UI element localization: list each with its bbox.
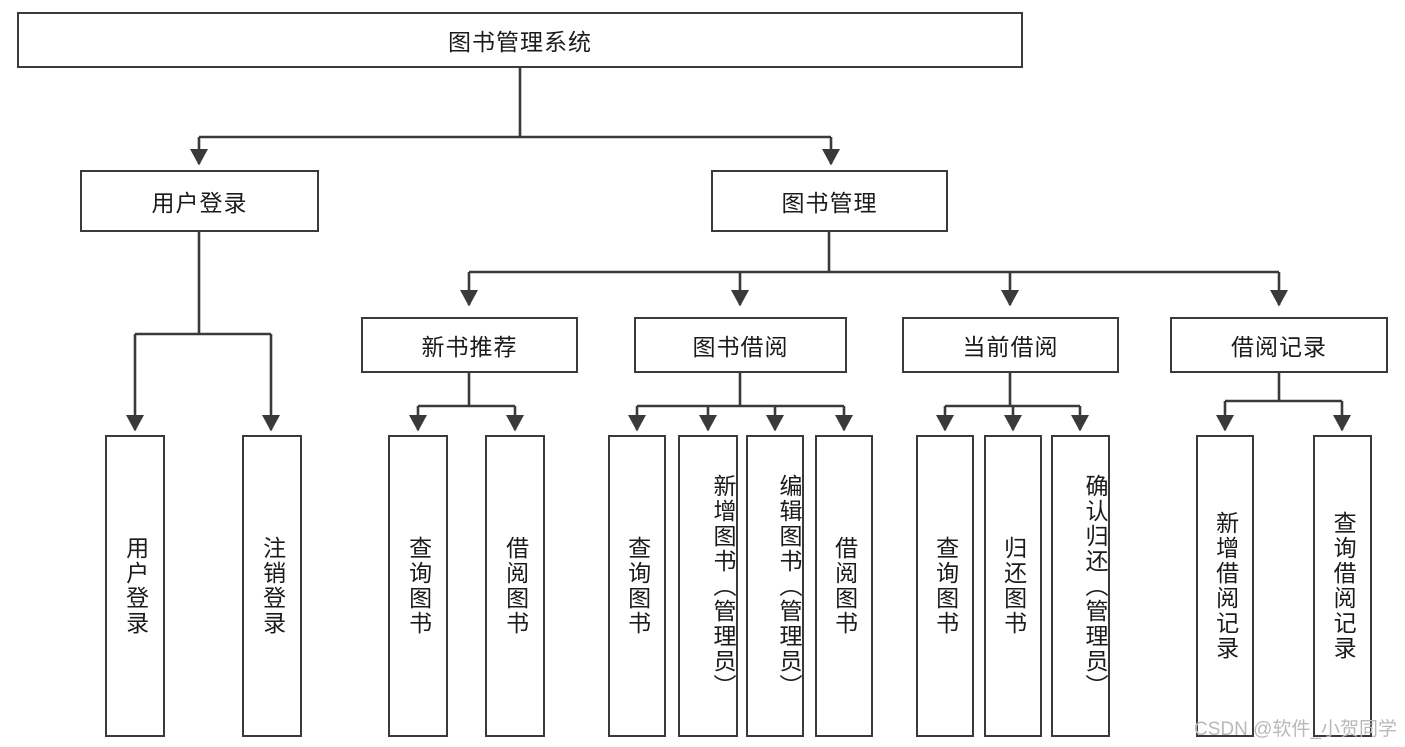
node-root-system[interactable]: 图书管理系统 [17,12,1023,68]
node-new-book-recommend[interactable]: 新书推荐 [361,317,578,373]
leaf-borrow-book[interactable]: 借阅图书 [815,435,873,737]
leaf-add-book[interactable]: 新增图书（管理员） [678,435,738,737]
node-book-borrow[interactable]: 图书借阅 [634,317,847,373]
leaf-query-borrow-record[interactable]: 查询借阅记录 [1313,435,1372,737]
leaf-return-book[interactable]: 归还图书 [984,435,1042,737]
node-user-login[interactable]: 用户登录 [80,170,319,232]
leaf-confirm-return[interactable]: 确认归还（管理员） [1051,435,1110,737]
leaf-user-logout[interactable]: 注销登录 [242,435,302,737]
leaf-add-borrow-record[interactable]: 新增借阅记录 [1196,435,1254,737]
leaf-query-book-current[interactable]: 查询图书 [916,435,974,737]
leaf-borrow-book-recommend[interactable]: 借阅图书 [485,435,545,737]
csdn-watermark: CSDN @软件_小贺同学 [1194,719,1397,740]
leaf-query-book-borrow[interactable]: 查询图书 [608,435,666,737]
node-borrow-record[interactable]: 借阅记录 [1170,317,1388,373]
leaf-query-book-recommend[interactable]: 查询图书 [388,435,448,737]
node-current-borrow[interactable]: 当前借阅 [902,317,1119,373]
leaf-user-login[interactable]: 用户登录 [105,435,165,737]
node-book-manage[interactable]: 图书管理 [711,170,948,232]
leaf-edit-book[interactable]: 编辑图书（管理员） [746,435,804,737]
